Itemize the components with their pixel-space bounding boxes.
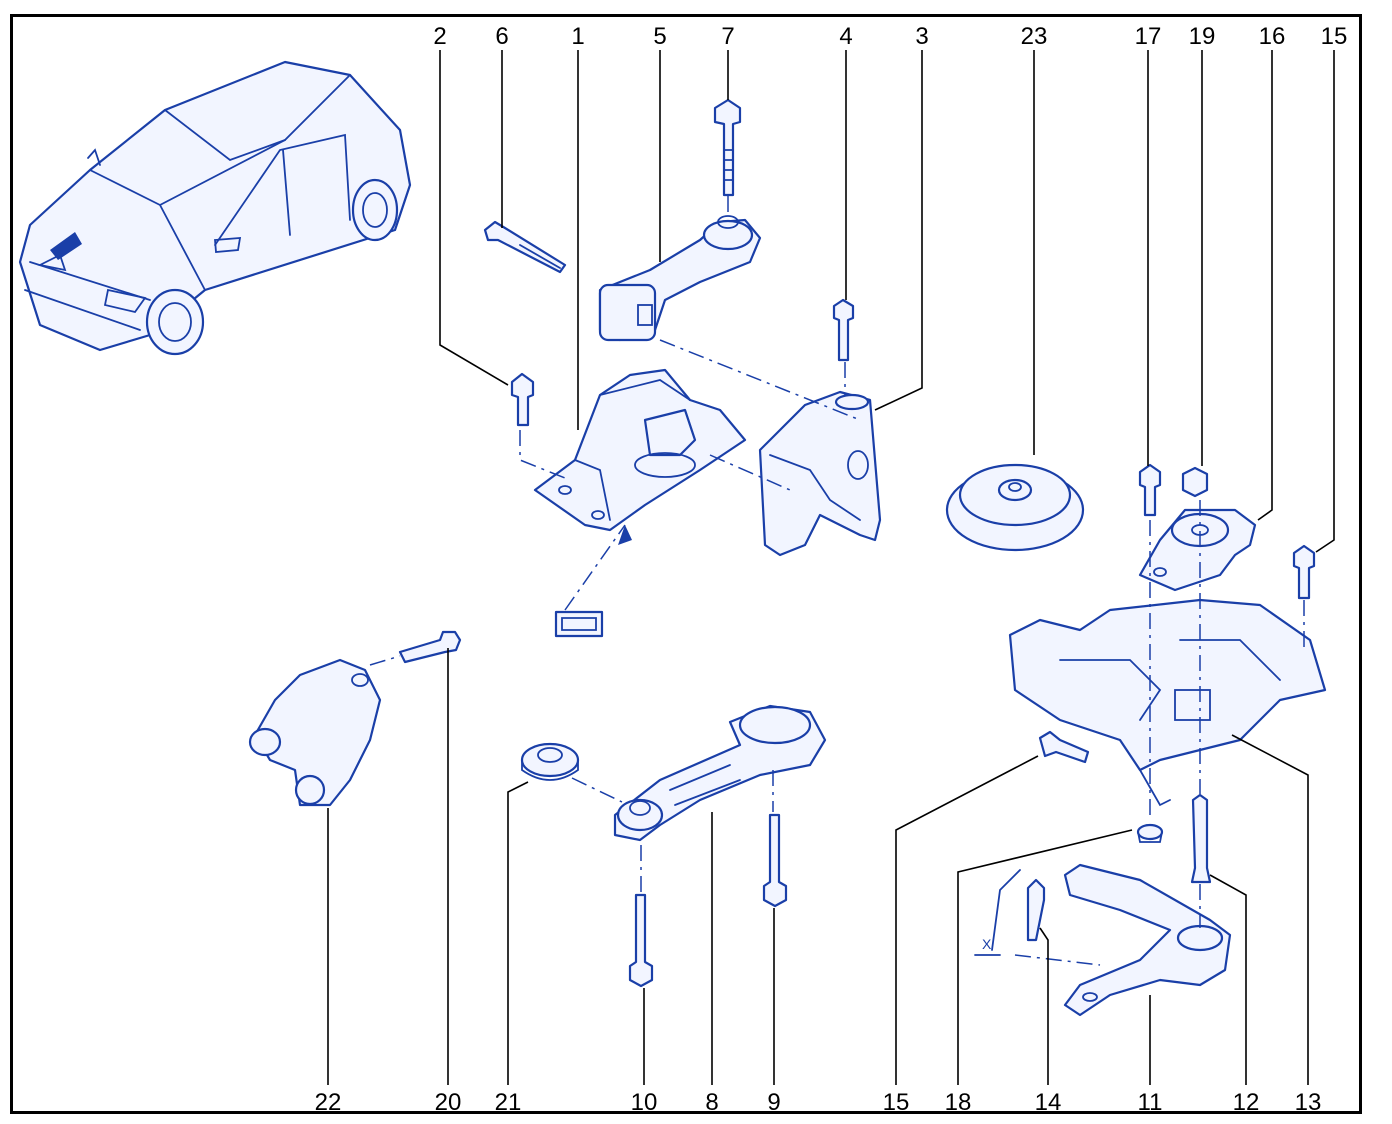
bolt-15-lower	[1038, 730, 1090, 764]
label-part-15-top: 15	[1321, 23, 1348, 50]
label-part-11: 11	[1138, 1089, 1163, 1116]
identification-tag	[554, 610, 604, 638]
stud-12	[1190, 793, 1212, 884]
label-part-1: 1	[571, 23, 584, 50]
label-part-13: 13	[1295, 1089, 1322, 1116]
nut-19	[1181, 466, 1209, 498]
label-part-8: 8	[705, 1089, 718, 1116]
washer-18	[1136, 823, 1164, 843]
bolt-6	[483, 220, 567, 274]
bolt-9	[762, 813, 788, 908]
part-16-gearbox-mount	[1138, 508, 1257, 592]
label-part-14: 14	[1035, 1089, 1062, 1116]
bolt-4	[832, 298, 855, 362]
label-part-15-bottom: 15	[883, 1089, 910, 1116]
bolt-2	[510, 372, 535, 427]
part-22-rear-mount	[248, 658, 382, 807]
diagram-frame	[10, 14, 1362, 1114]
label-part-16: 16	[1259, 23, 1286, 50]
label-part-5: 5	[653, 23, 666, 50]
label-part-10: 10	[631, 1089, 658, 1116]
label-part-17: 17	[1135, 23, 1162, 50]
label-part-21: 21	[495, 1089, 522, 1116]
label-part-19: 19	[1189, 23, 1216, 50]
label-part-7: 7	[721, 23, 734, 50]
label-part-9: 9	[767, 1089, 780, 1116]
leader-lines	[327, 50, 1335, 1085]
label-part-4: 4	[839, 23, 852, 50]
part-3-support-bracket	[758, 390, 882, 557]
part-23-damper	[945, 463, 1085, 552]
bolt-14	[974, 869, 1046, 956]
part-13-cradle	[1008, 598, 1327, 807]
bolt-17	[1138, 463, 1162, 517]
assembly-lines	[369, 196, 1305, 966]
part-5-torque-rod-upper	[598, 215, 762, 342]
bolt-7	[713, 98, 742, 197]
vehicle-illustration	[18, 60, 412, 356]
washer-21	[520, 742, 580, 781]
part-8-lower-torque-rod	[613, 704, 827, 842]
bolt-20	[398, 630, 462, 664]
part-1-engine-mount	[533, 368, 747, 532]
bolt-15-upper	[1292, 544, 1316, 600]
label-part-12: 12	[1233, 1089, 1260, 1116]
label-part-6: 6	[495, 23, 508, 50]
label-part-18: 18	[945, 1089, 972, 1116]
label-part-20: 20	[435, 1089, 462, 1116]
part-11-lower-bracket	[1063, 863, 1232, 1017]
bolt-10	[628, 893, 654, 988]
dimension-x-label: X	[982, 936, 992, 952]
label-part-2: 2	[433, 23, 446, 50]
label-part-3: 3	[915, 23, 928, 50]
label-part-22: 22	[315, 1089, 342, 1116]
label-part-23: 23	[1021, 23, 1048, 50]
